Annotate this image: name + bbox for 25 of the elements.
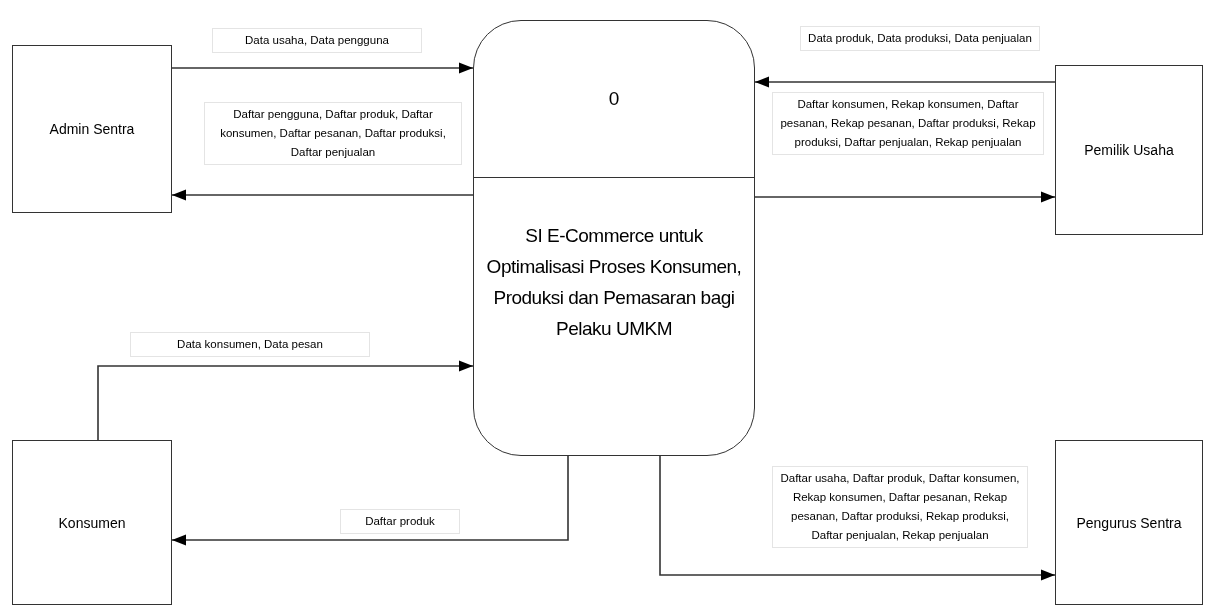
process-name: SI E-Commerce untuk Optimalisasi Proses Konsumen, Produksi dan Pemasaran bagi Pelaku UMKM [486,224,742,341]
entity-name: Pengurus Sentra [1075,513,1183,533]
arrow [171,455,569,546]
arrow [171,62,474,74]
edge-label: Daftar usaha, Daftar produk, Daftar konsumen, Rekap konsumen, Daftar pesanan, Rekap pesanan, Daftar produksi, Rekap produksi, Daftar penjualan, Rekap penjualan [772,466,1028,548]
edge-label: Data usaha, Data pengguna [212,28,422,53]
entity-box [1055,440,1203,605]
arrow [754,191,1056,203]
edge-label: Data konsumen, Data pesan [130,332,370,357]
entity-box [1055,65,1203,235]
process-box [473,20,755,456]
edge-label: Daftar produk [340,509,460,534]
entity-box [12,440,172,605]
entity-name: Admin Sentra [48,120,136,139]
arrow [97,360,474,441]
arrow [754,76,1056,88]
entity-box [12,45,172,213]
arrow [659,455,1056,581]
edge-label: Data produk, Data produksi, Data penjualan [800,26,1040,51]
entity-name: Pemilik Usaha [1083,141,1175,160]
entity-name: Konsumen [57,513,127,533]
edge-label: Daftar pengguna, Daftar produk, Daftar konsumen, Daftar pesanan, Daftar produksi, Daftar penjualan [204,102,462,165]
edge-label: Daftar konsumen, Rekap konsumen, Daftar pesanan, Rekap pesanan, Daftar produksi, Rekap produksi, Daftar penjualan, Rekap penjualan [772,92,1044,155]
arrow [171,189,474,201]
process-number: 0 [608,86,620,111]
